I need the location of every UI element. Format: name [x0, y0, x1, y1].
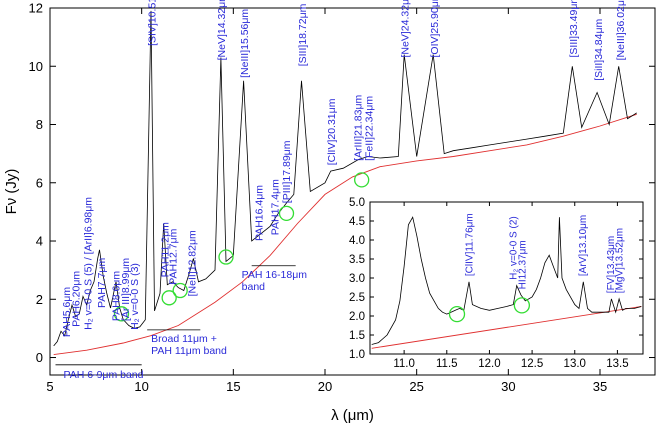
- line-label: PAH7.7μm: [96, 258, 108, 308]
- line-label: H₂ v=0-0 S (5) / [ArII]6.98μm: [82, 197, 94, 330]
- inset-y-tick-label: 4.0: [349, 235, 365, 247]
- inset-line-label: H₂ v=0-0 S (2): [509, 216, 520, 280]
- x-tick-label: 10: [134, 379, 148, 394]
- x-tick-label: 15: [226, 379, 240, 394]
- line-label: [NeIII]15.56μm: [239, 9, 251, 78]
- inset-x-tick-label: 13.0: [564, 358, 586, 370]
- inset-y-tick-label: 5.0: [349, 197, 365, 209]
- band-label-pah-6-9: PAH 6-9μm band: [64, 369, 144, 381]
- line-label: [PIII]17.89μm: [281, 140, 293, 203]
- inset-x-tick-label: 13.5: [606, 358, 628, 370]
- line-label: [OIV]25.90μm: [429, 0, 441, 58]
- continuum-line: [53, 113, 637, 356]
- inset-x-tick-label: 12.0: [478, 358, 500, 370]
- inset-line-label: [ArV]13.10μm: [578, 215, 589, 276]
- marker-circle: [278, 205, 295, 221]
- x-tick-label: 30: [501, 379, 515, 394]
- y-tick-label: 2: [36, 292, 43, 307]
- inset-y-tick-label: 1.5: [349, 330, 365, 342]
- line-label: PAH16.4μm: [254, 185, 266, 241]
- line-label: [ClIV]20.31μm: [326, 98, 338, 165]
- y-axis-label: Fν (Jy): [3, 169, 20, 215]
- band-label-pah-16-18-line2: band: [242, 281, 266, 293]
- inset-x-tick-label: 11.5: [436, 358, 458, 370]
- spectrum-line: [53, 10, 637, 347]
- marker-circle: [161, 290, 177, 306]
- band-label-broad-11-line1: Broad 11μm +: [151, 333, 217, 345]
- inset-y-tick-label: 4.5: [349, 216, 365, 228]
- inset-y-tick-label: 3.5: [349, 254, 365, 266]
- inset-y-tick-label: 1.0: [349, 349, 365, 361]
- y-tick-label: 8: [36, 117, 43, 132]
- line-label: [SIV]10.51μm: [146, 0, 158, 46]
- marker-circle: [354, 172, 370, 188]
- line-label: [SiII]34.84μm: [593, 18, 605, 80]
- inset-x-tick-label: 11.0: [393, 358, 415, 370]
- inset-line-label: [MgV]13.52μm: [615, 228, 626, 293]
- line-label: PAH6.20μm: [70, 271, 82, 327]
- line-label: [SIII]33.49μm: [568, 0, 580, 58]
- marker-circle: [113, 306, 130, 322]
- line-label: PAH8.6μm: [111, 271, 123, 321]
- marker-circle: [172, 282, 188, 299]
- y-tick-label: 0: [36, 350, 43, 365]
- inset-x-tick-label: 12.5: [521, 358, 543, 370]
- line-label: H₂ v=0-0 S (3): [129, 263, 141, 330]
- marker-circle: [218, 249, 234, 265]
- inset-line-label: [FV]13.43μm: [606, 236, 617, 293]
- x-tick-label: 5: [46, 379, 53, 394]
- inset-marker-circle: [448, 305, 466, 323]
- inset-line-label: [ClIV]11.76μm: [464, 213, 475, 276]
- line-label: [NeV]24.32μm: [399, 0, 411, 58]
- y-tick-label: 10: [29, 59, 43, 74]
- band-label-pah-16-18-line1: PAH 16-18μm: [242, 269, 308, 281]
- line-label: PAH11.2μm: [159, 222, 171, 278]
- line-label: [ArIII]21.83μm: [353, 94, 365, 160]
- inset-y-tick-label: 3.0: [349, 273, 365, 285]
- inset-y-tick-label: 2.5: [349, 292, 365, 304]
- line-label: [NeV]14.32μm: [216, 0, 228, 60]
- x-tick-label: 35: [593, 379, 607, 394]
- y-tick-label: 4: [36, 234, 43, 249]
- line-label: [NeIII]36.02μm: [615, 0, 627, 60]
- inset-marker-circle: [513, 297, 531, 314]
- line-label: PAH5.6μm: [61, 287, 73, 337]
- line-label: PAH17.4μm: [269, 179, 281, 235]
- line-label: PAH12.7μm: [168, 228, 180, 284]
- band-label-broad-11-line2: PAH 11μm band: [151, 345, 227, 357]
- line-label: [Ar III]8.99μm: [120, 258, 132, 321]
- y-tick-label: 12: [29, 1, 43, 16]
- line-label: [FeII]22.34μm: [364, 96, 376, 161]
- inset-spectrum-line: [371, 216, 642, 345]
- inset-y-tick-label: 2.0: [349, 311, 365, 323]
- line-label: [SIII]18.72μm: [297, 3, 309, 66]
- plot-frame: [49, 7, 656, 376]
- x-tick-label: 20: [318, 379, 332, 394]
- inset-continuum-line: [371, 306, 642, 349]
- inset-panel: 11.0 11.5 12.0 12.5 13.0 13.5 1.0 1.5 2.0 2.5 3.0 3…: [349, 197, 644, 370]
- line-label: [NeII]12.82μm: [187, 230, 199, 296]
- inset-frame: [369, 201, 644, 355]
- y-tick-label: 6: [36, 175, 43, 190]
- inset-line-label: HI12.37μm: [517, 240, 528, 289]
- x-axis-label: λ (μm): [331, 407, 374, 424]
- x-tick-label: 25: [409, 379, 423, 394]
